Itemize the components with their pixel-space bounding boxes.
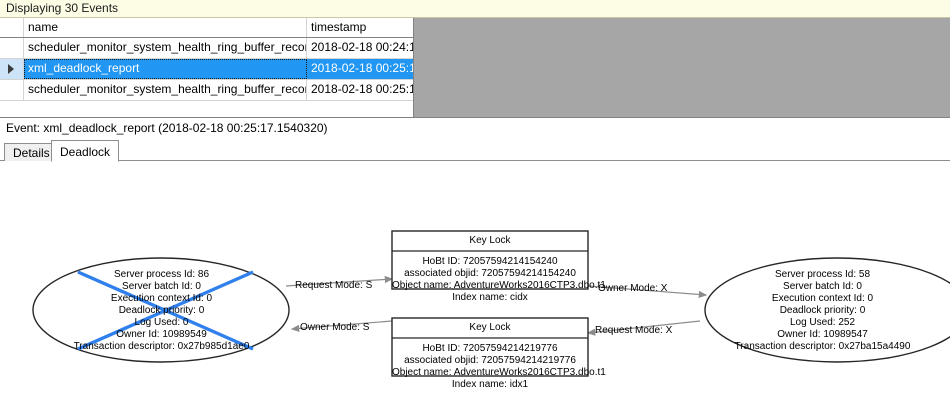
header-selector-cell (0, 18, 24, 37)
column-header-name[interactable]: name (24, 18, 307, 37)
cell-event-name[interactable]: scheduler_monitor_system_health_ring_buf… (24, 38, 307, 58)
current-row-arrow-icon (8, 64, 14, 74)
cell-event-name[interactable]: scheduler_monitor_system_health_ring_buf… (24, 80, 307, 100)
events-grid-header-row: name timestamp (0, 18, 413, 38)
events-panel: Displaying 30 Events name timestamp sche… (0, 0, 950, 118)
cell-event-name[interactable]: xml_deadlock_report (24, 59, 307, 79)
row-selector[interactable] (0, 59, 24, 79)
table-row[interactable]: xml_deadlock_report 2018-02-18 00:25:17.… (0, 59, 413, 80)
tab-deadlock[interactable]: Deadlock (51, 140, 120, 162)
resource-node-top-title: Key Lock (469, 235, 511, 246)
table-row[interactable]: scheduler_monitor_system_health_ring_buf… (0, 38, 413, 59)
deadlock-graph-svg (32, 230, 950, 377)
event-detail-header: Event: xml_deadlock_report (2018-02-18 0… (0, 119, 950, 139)
events-grid[interactable]: name timestamp scheduler_monitor_system_… (0, 18, 414, 117)
column-header-timestamp[interactable]: timestamp (311, 20, 367, 34)
victim-cross-stroke-b (77, 270, 254, 351)
edge-label-owner-mode-x: Owner Mode: X (598, 283, 668, 294)
resource-node-bottom-title: Key Lock (469, 322, 511, 333)
edge-label-request-mode-x: Request Mode: X (595, 325, 673, 336)
row-selector[interactable] (0, 80, 24, 100)
tab-strip: Details Deadlock (0, 140, 950, 162)
table-row[interactable]: scheduler_monitor_system_health_ring_buf… (0, 80, 413, 101)
cell-event-timestamp[interactable]: 2018-02-18 00:24:19.3516078 (311, 40, 413, 54)
edge-right-request-bottom (586, 320, 701, 336)
cell-event-timestamp[interactable]: 2018-02-18 00:25:19.5276859 (311, 82, 413, 96)
edge-top-owner-left (290, 320, 393, 333)
edge-bottom-owner-right (587, 285, 708, 299)
process-node-right[interactable] (704, 257, 950, 363)
row-selector[interactable] (0, 38, 24, 58)
edge-label-owner-mode-s: Owner Mode: S (300, 322, 370, 333)
resource-node-bottom[interactable] (391, 317, 589, 377)
edge-left-request-top (285, 275, 394, 287)
edge-label-request-mode-s: Request Mode: S (295, 280, 373, 291)
cell-event-timestamp[interactable]: 2018-02-18 00:25:17.1540320 (307, 59, 413, 79)
events-count-banner: Displaying 30 Events (0, 0, 950, 18)
resource-node-top[interactable] (391, 230, 589, 290)
